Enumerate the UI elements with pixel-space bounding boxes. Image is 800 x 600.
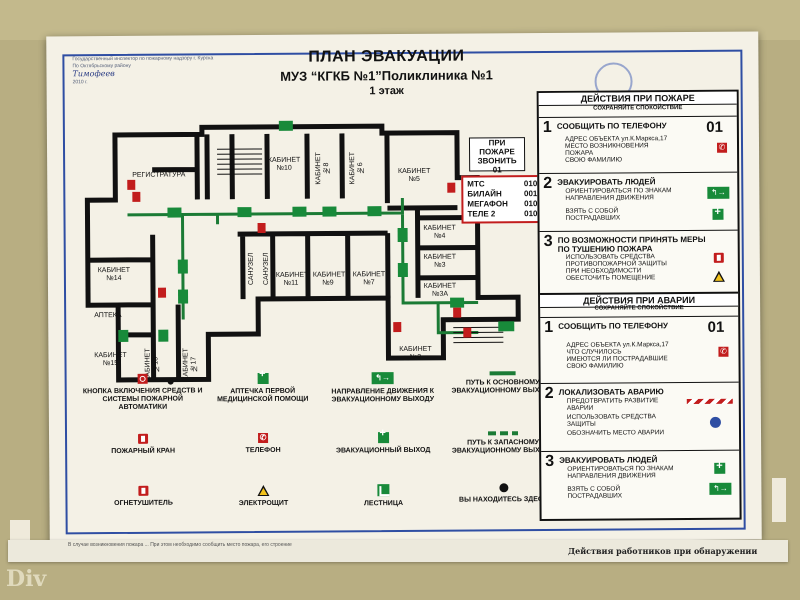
legend-item: ЭЛЕКТРОЩИТ (203, 484, 323, 509)
under-sheet-heading: Действия работников при обнаружении (568, 546, 758, 556)
room-label: РЕГИСТРАТУРА (132, 171, 186, 179)
extinguisher-icon (138, 485, 149, 496)
direction-arrow-icon: ↰→ (371, 372, 394, 385)
approval-date: 2010 г. (72, 79, 88, 86)
room-label: КАБИНЕТ №3 (423, 253, 456, 269)
tape-strip (772, 478, 786, 522)
room-label: КАБИНЕТ №5 (397, 167, 431, 183)
electrical-panel-icon (712, 270, 725, 282)
floor-plan: РЕГИСТРАТУРА КАБИНЕТ №10 КАБИНЕТ №8 КАБИ… (57, 87, 544, 390)
room-label: АПТЕКА (94, 311, 122, 320)
approval-block: Государственный инспектор по пожарному н… (72, 55, 242, 86)
legend-item: АПТЕЧКА ПЕРВОЙ МЕДИЦИНСКОЙ ПОМОЩИ (203, 372, 323, 405)
telephone-icon: ✆ (718, 346, 729, 357)
fire-step-2: 2 ЭВАКУИРОВАТЬ ЛЮДЕЙ ОРИЕНТИРОВАТЬСЯ ПО … (539, 171, 738, 233)
legend-item: ОГНЕТУШИТЕЛЬ (83, 485, 203, 508)
legend: КНОПКА ВКЛЮЧЕНИЯ СРЕДСТВ И СИСТЕМЫ ПОЖАР… (83, 371, 564, 534)
fire-call-line: ПРИ ПОЖАРЕ (479, 138, 515, 157)
poster-subtitle: МУЗ “КГКБ №1”Поликлиника №1 (280, 67, 493, 84)
accident-actions-subtitle: СОХРАНЯЙТЕ СПОКОЙСТВИЕ (594, 305, 684, 312)
instructions-panel: ДЕЙСТВИЯ ПРИ ПОЖАРЕ СОХРАНЯЙТЕ СПОКОЙСТВ… (536, 89, 742, 522)
fire-step-3: 3 ПО ВОЗМОЖНОСТИ ПРИНЯТЬ МЕРЫ ПО ТУШЕНИЮ… (539, 229, 739, 295)
room-label: КАБИНЕТ №10 (267, 156, 301, 172)
room-label: САНУЗЕЛ (262, 252, 270, 286)
room-label: КАБИНЕТ №14 (97, 266, 131, 283)
legend-item: ↰→ НАПРАВЛЕНИЕ ДВИЖЕНИЯ К ЭВАКУАЦИОННОМУ… (331, 372, 435, 404)
legend-item: ✆ ТЕЛЕФОН (245, 432, 281, 455)
room-label: САНУЗЕЛ (247, 252, 255, 286)
fire-alarm-button-icon (137, 373, 148, 384)
room-label: КАБИНЕТ №2 (399, 345, 432, 361)
exit-direction-icon: ↰→ (707, 186, 730, 199)
floor-plan-drawing (84, 120, 521, 385)
room-label: КАБИНЕТ №9 (312, 271, 346, 287)
first-aid-icon (712, 208, 724, 220)
accident-step-2: 2 ЛОКАЛИЗОВАТЬ АВАРИЮ ПРЕДОТВРАТИТЬ РАЗВ… (540, 381, 740, 453)
under-sheet-text: В случае возникновения пожара ... При эт… (68, 542, 292, 548)
approval-signature: Тимофеев (72, 69, 115, 79)
stairs-icon (377, 484, 390, 497)
main-path-icon (489, 371, 516, 376)
accident-step-1: 1 СООБЩИТЬ ПО ТЕЛЕФОНУ 01 АДРЕС ОБЪЕКТА … (540, 315, 739, 385)
legend-item: ЛЕСТНИЦА (323, 484, 443, 509)
telephone-icon: ✆ (258, 432, 269, 444)
accident-step-3: 3 ЭВАКУИРОВАТЬ ЛЮДЕЙ ОРИЕНТИРОВАТЬСЯ ПО … (541, 449, 740, 519)
room-label: КАБИНЕТ №11 (275, 271, 309, 287)
first-aid-icon (257, 372, 269, 385)
evacuation-plan-poster: Государственный инспектор по пожарному н… (46, 31, 762, 545)
under-sheet: В случае возникновения пожара ... При эт… (8, 540, 788, 562)
room-label: КАБИНЕТ №6 (349, 152, 365, 185)
you-are-here-icon (498, 483, 508, 493)
electrical-panel-icon (257, 484, 270, 497)
room-label: КАБИНЕТ №3А (423, 282, 457, 298)
telephone-icon: ✆ (716, 142, 728, 153)
legend-item: ПОЖАРНЫЙ КРАН (83, 433, 203, 456)
fire-actions-subtitle: СОХРАНЯЙТЕ СПОКОЙСТВИЕ (593, 105, 683, 112)
room-label: КАБИНЕТ №15 (94, 351, 127, 368)
extinguisher-icon (713, 252, 724, 263)
fire-step-1: 1 СООБЩИТЬ ПО ТЕЛЕФОНУ 01 АДРЕС ОБЪЕКТА … (538, 115, 738, 175)
emergency-exit-icon (377, 432, 389, 444)
room-label: КАБИНЕТ №8 (315, 152, 331, 185)
poster-title: ПЛАН ЭВАКУАЦИИ (308, 47, 465, 66)
watermark: Div (6, 566, 47, 592)
first-aid-icon (714, 462, 726, 474)
fire-call-line: ЗВОНИТЬ (477, 156, 517, 166)
backup-path-icon (488, 431, 519, 436)
legend-item: ЭВАКУАЦИОННЫЙ ВЫХОД (323, 432, 443, 456)
fire-hydrant-icon (138, 433, 149, 444)
protection-icon (709, 416, 721, 428)
fire-call-box: ПРИ ПОЖАРЕ ЗВОНИТЬ 01 (468, 137, 526, 175)
room-label: КАБИНЕТ №4 (423, 224, 456, 240)
room-label: КАБИНЕТ №7 (352, 271, 386, 287)
exit-direction-icon: ↰→ (709, 482, 732, 495)
legend-item: КНОПКА ВКЛЮЧЕНИЯ СРЕДСТВ И СИСТЕМЫ ПОЖАР… (83, 373, 203, 412)
tape-strip (10, 520, 30, 544)
hazard-tape-icon (686, 398, 733, 405)
fire-call-number: 01 (492, 165, 502, 175)
